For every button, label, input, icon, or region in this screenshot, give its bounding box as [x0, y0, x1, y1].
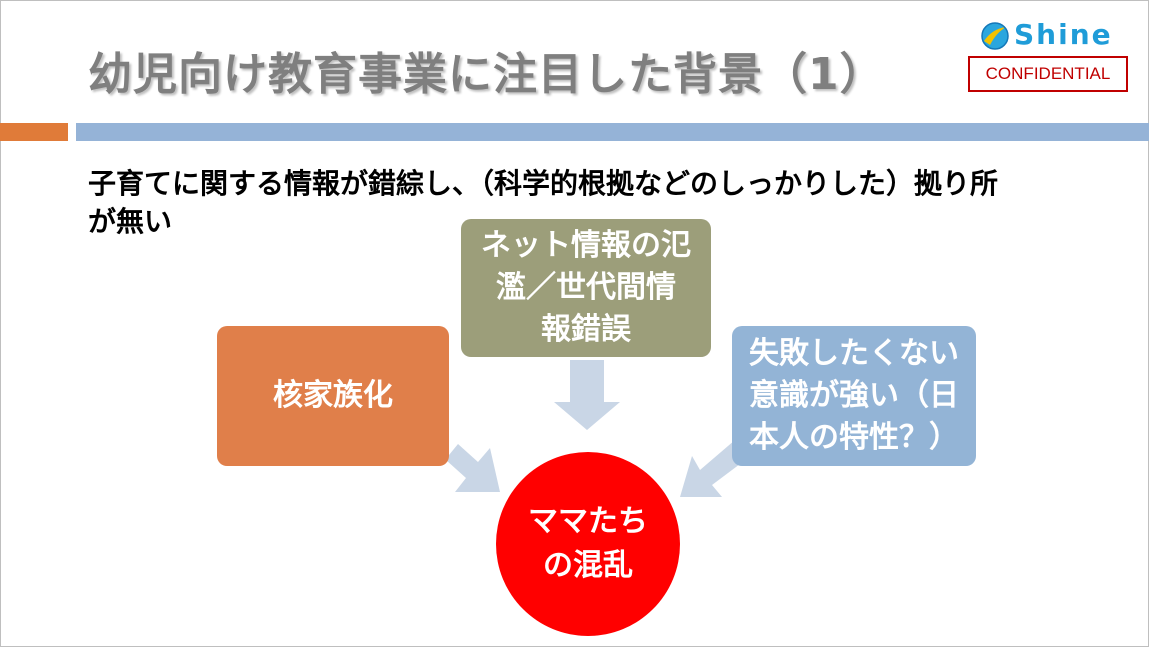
node-nuclear-family: 核家族化 [217, 326, 449, 466]
body-line-2: が無い [88, 205, 173, 238]
arrow-left-to-center [440, 444, 500, 492]
slide-title: 幼児向け教育事業に注目した背景（1） [88, 49, 885, 100]
node-moms-confusion-line-1: ママたち [528, 504, 648, 539]
body-text: 子育てに関する情報が錯綜し、（科学的根拠などのしっかりした）拠り所 が無い [88, 165, 1098, 241]
node-moms-confusion-line-2: の混乱 [543, 548, 633, 583]
node-fear-of-failure-line-1: 失敗したくない [749, 336, 959, 371]
node-info-overload-line-3: 報錯誤 [541, 312, 631, 347]
header-bar-blue [76, 123, 1149, 141]
node-fear-of-failure-line-2: 意識が強い（日 [749, 378, 959, 413]
confidential-badge: CONFIDENTIAL [968, 56, 1128, 92]
arrow-down [554, 360, 620, 430]
logo-text: Shine [1014, 18, 1113, 51]
company-logo: Shine [980, 18, 1130, 54]
shine-logo-icon [981, 22, 1009, 50]
node-fear-of-failure-line-3: 本人の特性？） [749, 420, 959, 455]
node-fear-of-failure: 失敗したくない 意識が強い（日 本人の特性？） [732, 326, 976, 466]
node-nuclear-family-label: 核家族化 [273, 378, 393, 413]
node-info-overload: ネット情報の氾 濫／世代間情 報錯誤 [461, 219, 711, 357]
header-bar-orange [0, 123, 68, 141]
node-info-overload-line-2: 濫／世代間情 [496, 270, 676, 305]
node-info-overload-line-1: ネット情報の氾 [481, 228, 691, 263]
arrow-right-to-center [680, 440, 748, 497]
body-line-1: 子育てに関する情報が錯綜し、（科学的根拠などのしっかりした）拠り所 [88, 167, 999, 200]
node-moms-confusion: ママたち の混乱 [496, 452, 680, 636]
